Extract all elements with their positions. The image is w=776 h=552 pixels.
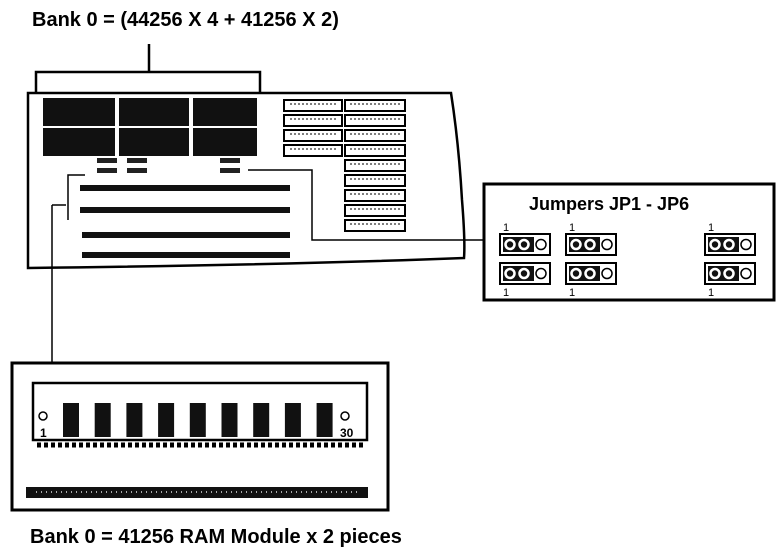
jumper-jp2 [565, 233, 617, 256]
module-callout-line [51, 174, 85, 363]
jumper-jp1 [499, 233, 551, 256]
memory-chip [43, 128, 115, 156]
jumper-callout-line [248, 169, 484, 241]
jumper-panel-title: Jumpers JP1 - JP6 [529, 194, 689, 214]
module-pin-end-label: 30 [340, 426, 354, 440]
jumper-pin-one-label: 1 [569, 287, 575, 299]
memory-chip [193, 98, 257, 126]
simm-slots [80, 185, 290, 258]
module-pin-start-label: 1 [40, 426, 47, 440]
simm-slot [82, 232, 290, 238]
memory-chip [43, 98, 115, 126]
motherboard-outline [26, 91, 466, 270]
jumper-jp5 [565, 262, 617, 285]
jumper-jp3 [704, 233, 756, 256]
jumper-pin-one-label: 1 [503, 287, 509, 299]
pin-one-hole [38, 411, 48, 421]
simm-slot [80, 207, 290, 213]
ram-chip [63, 403, 79, 437]
jumper-jp4 [499, 262, 551, 285]
bank-bracket [34, 44, 262, 92]
memory-chip-grid [43, 98, 257, 156]
memory-chip [193, 128, 257, 156]
ram-chip [94, 403, 111, 437]
board-jumper-blocks [97, 158, 240, 173]
ram-chip [221, 403, 238, 437]
ram-chip [189, 403, 206, 437]
jumper-jp6 [704, 262, 756, 285]
bottom-caption: Bank 0 = 41256 RAM Module x 2 pieces [30, 526, 402, 548]
ram-chip [284, 403, 301, 437]
ram-chip [253, 403, 270, 437]
jumper-panel: Jumpers JP1 - JP6 1 1 1 1 1 1 [482, 182, 776, 302]
memory-chip [119, 98, 189, 126]
top-caption: Bank 0 = (44256 X 4 + 41256 X 2) [32, 9, 339, 31]
ram-chip-row [63, 403, 333, 437]
memory-chip [119, 128, 189, 156]
ram-module-panel: 1 30 [10, 361, 390, 512]
jumper-group: 1 1 1 1 1 1 [499, 222, 756, 299]
ic-array [283, 99, 406, 232]
jumper-pin-one-label: 1 [708, 287, 714, 299]
simm-slot [80, 185, 290, 191]
pin-thirty-hole [340, 411, 350, 421]
jumper-pin-one-label: 1 [503, 222, 509, 234]
ram-chip [126, 403, 143, 437]
jumper-pin-one-label: 1 [569, 222, 575, 234]
ram-chip [158, 403, 175, 437]
ram-chip [316, 403, 333, 437]
simm-slot [82, 252, 290, 258]
jumper-pin-one-label: 1 [708, 222, 714, 234]
ic-array-pins [290, 103, 400, 225]
